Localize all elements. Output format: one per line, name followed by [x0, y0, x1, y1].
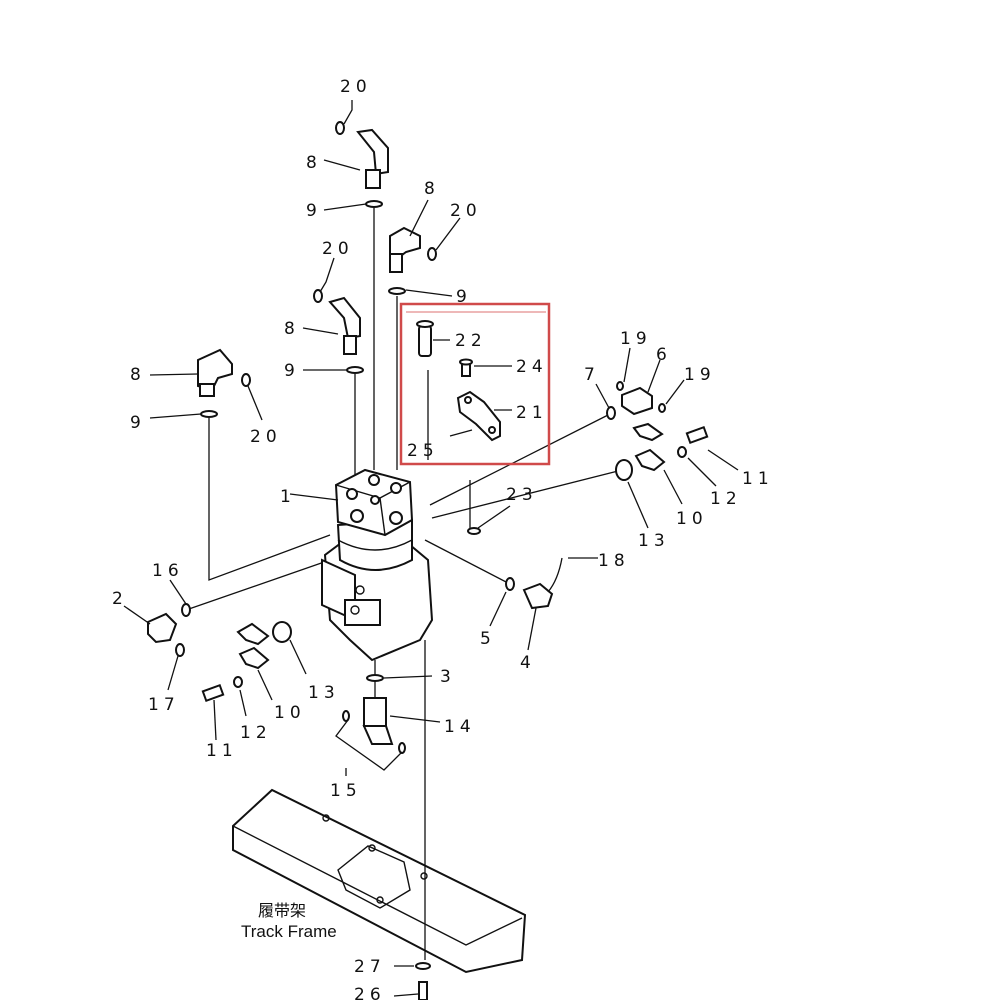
callout-11: 11 [742, 469, 774, 489]
callout-20: 20 [450, 201, 482, 221]
leader-lines [123, 100, 739, 997]
callout-19: 19 [684, 365, 716, 385]
callout-10: 10 [676, 509, 708, 529]
callout-14: 14 [444, 717, 476, 737]
callout-20: 20 [250, 427, 282, 447]
elbow-fitting-left [197, 348, 251, 418]
callout-8: 8 [424, 179, 440, 199]
callout-21: 21 [516, 403, 548, 423]
callout-18: 18 [598, 551, 630, 571]
callout-17: 17 [148, 695, 180, 715]
callout-9: 9 [306, 201, 322, 221]
track-frame-label-en: Track Frame [241, 922, 337, 941]
callout-12: 12 [240, 723, 272, 743]
callout-23: 23 [506, 485, 538, 505]
callout-26: 26 [354, 985, 386, 1000]
elbow-fitting-right [388, 226, 437, 295]
adapter-fitting-6 [606, 381, 666, 420]
track-frame-label-cn: 履带架 [258, 902, 306, 920]
elbow-fitting-top [335, 121, 389, 208]
callout-12: 12 [710, 489, 742, 509]
callout-6: 6 [656, 345, 672, 365]
callout-8: 8 [306, 153, 322, 173]
valve-14 [342, 674, 406, 754]
swivel-joint-body [321, 468, 434, 662]
callout-22: 22 [455, 331, 487, 351]
callout-19: 19 [620, 329, 652, 349]
callout-3: 3 [440, 667, 456, 687]
track-frame-plate [232, 788, 527, 974]
callout-4: 4 [520, 653, 536, 673]
callout-8: 8 [284, 319, 300, 339]
callout-5: 5 [480, 629, 496, 649]
callout-13: 13 [308, 683, 340, 703]
callout-27: 27 [354, 957, 386, 977]
callout-10: 10 [274, 703, 306, 723]
callout-8: 8 [130, 365, 146, 385]
callout-16: 16 [152, 561, 184, 581]
callout-9: 9 [130, 413, 146, 433]
bolt-26-27 [415, 962, 431, 1000]
highlight-box [399, 302, 551, 466]
split-flange-left [201, 621, 292, 703]
highlighted-subassembly [399, 302, 551, 535]
callout-15: 15 [330, 781, 362, 801]
callout-25: 25 [407, 441, 439, 461]
callout-13: 13 [638, 531, 670, 551]
callout-11: 11 [206, 741, 238, 761]
callout-2: 2 [112, 589, 128, 609]
fitting-2 [147, 603, 191, 657]
callout-9: 9 [456, 287, 472, 307]
elbow-fitting-mid [313, 289, 364, 374]
fitting-4 [505, 557, 563, 610]
callout-9: 9 [284, 361, 300, 381]
split-flange-right [615, 422, 709, 481]
callout-7: 7 [584, 365, 600, 385]
callout-20: 20 [322, 239, 354, 259]
callout-1: 1 [280, 487, 296, 507]
track-frame-caption: 履带架 Track Frame [241, 902, 337, 941]
callout-labels: 20 8 9 8 20 9 20 8 9 8 9 20 22 24 21 25 … [112, 77, 774, 1000]
callout-20: 20 [340, 77, 372, 97]
callout-24: 24 [516, 357, 548, 377]
